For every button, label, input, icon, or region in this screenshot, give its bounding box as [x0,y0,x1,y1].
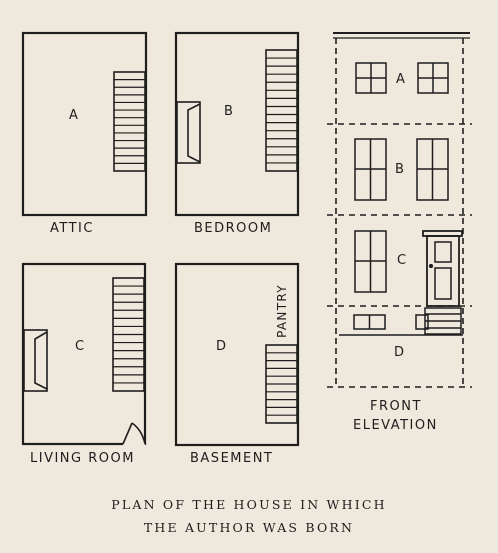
bedroom-label: BEDROOM [194,221,273,236]
bedroom-staircase [265,49,298,172]
caption-line1: PLAN OF THE HOUSE IN WHICH [111,497,387,512]
front-elevation [327,32,472,388]
elevation-floor-d: D [394,345,406,360]
pantry-label: PANTRY [274,284,289,338]
living-room-label: LIVING ROOM [30,451,135,466]
front-elevation-label-line2: ELEVATION [353,418,438,433]
basement-room-letter: D [216,339,228,354]
window [416,138,449,201]
elevation-floor-c: C [397,253,408,268]
basement-window [353,314,386,330]
basement-window [415,314,429,330]
bedroom-outline [174,31,300,217]
living-room-staircase [112,277,145,392]
attic-label: ATTIC [50,221,94,236]
window [355,62,387,94]
basement-outline [174,262,300,447]
elevation-floor-b: B [395,162,406,177]
staircase-outline [265,49,298,172]
bedroom-fireplace [176,101,201,164]
attic-staircase [113,71,146,172]
living-room-room-letter: C [75,339,86,354]
caption-line2: THE AUTHOR WAS BORN [143,520,355,535]
staircase-outline [113,71,146,172]
window [417,62,449,94]
basement-label: BASEMENT [190,451,274,466]
living-room-door [122,422,146,446]
front-elevation-label-line1: FRONT [370,399,422,414]
living-room-fireplace [23,329,48,392]
bedroom-room-letter: B [224,104,235,119]
window [354,230,387,293]
front-door [422,230,463,307]
elevation-floor-a: A [396,72,407,87]
basement-staircase [265,344,298,424]
front-steps [424,307,462,335]
window [354,138,387,201]
attic-outline [21,31,148,217]
living-room-outline [21,262,147,446]
attic-room-letter: A [69,108,80,123]
